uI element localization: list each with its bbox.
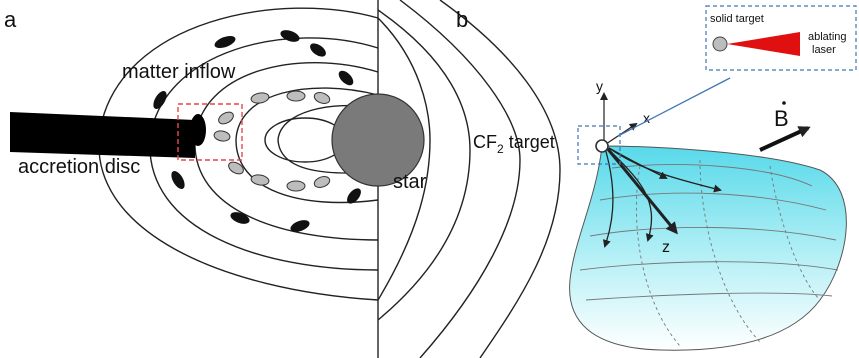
b-field-label: B xyxy=(774,106,789,131)
inflow-blobs-dark xyxy=(153,30,361,232)
cf2-suffix: target xyxy=(504,132,555,152)
plasma-plume xyxy=(569,145,847,351)
accretion-disc-shape xyxy=(10,112,195,158)
panel-b-letter: b xyxy=(456,7,468,32)
target-box xyxy=(577,125,621,165)
y-axis-label: y xyxy=(596,78,603,94)
inset-laser-label-1: ablating xyxy=(808,31,847,43)
panel-a-letter: a xyxy=(4,7,17,32)
cf2-subscript: 2 xyxy=(497,142,504,156)
label-star: star xyxy=(393,171,427,193)
z-axis xyxy=(605,147,678,235)
inflow-blobs-grey xyxy=(213,90,331,192)
label-cf2-target: CF2 target xyxy=(473,132,555,156)
inset-laser-label-2: laser xyxy=(812,44,836,56)
field-lines xyxy=(98,0,561,358)
x-axis-label: x xyxy=(643,110,650,126)
star-sphere xyxy=(331,93,425,187)
label-matter-inflow: matter inflow xyxy=(122,61,236,83)
cf2-target-disc xyxy=(595,139,609,153)
label-accretion-disc: accretion disc xyxy=(18,156,140,178)
solid-target-icon xyxy=(712,36,728,52)
plume-contours xyxy=(579,159,839,347)
panel-a: a xyxy=(4,0,561,358)
laser-beam xyxy=(727,32,800,56)
panel-b: b z y x xyxy=(456,5,857,351)
b-field-arrow xyxy=(759,126,811,152)
highlight-box xyxy=(177,103,243,161)
inset-solid-target-label: solid target xyxy=(710,13,764,25)
z-axis-label: z xyxy=(662,239,670,256)
inset-connector xyxy=(617,77,731,137)
disc-edge xyxy=(190,114,206,146)
b-field-dot xyxy=(782,101,786,105)
cf2-main: CF xyxy=(473,132,497,152)
